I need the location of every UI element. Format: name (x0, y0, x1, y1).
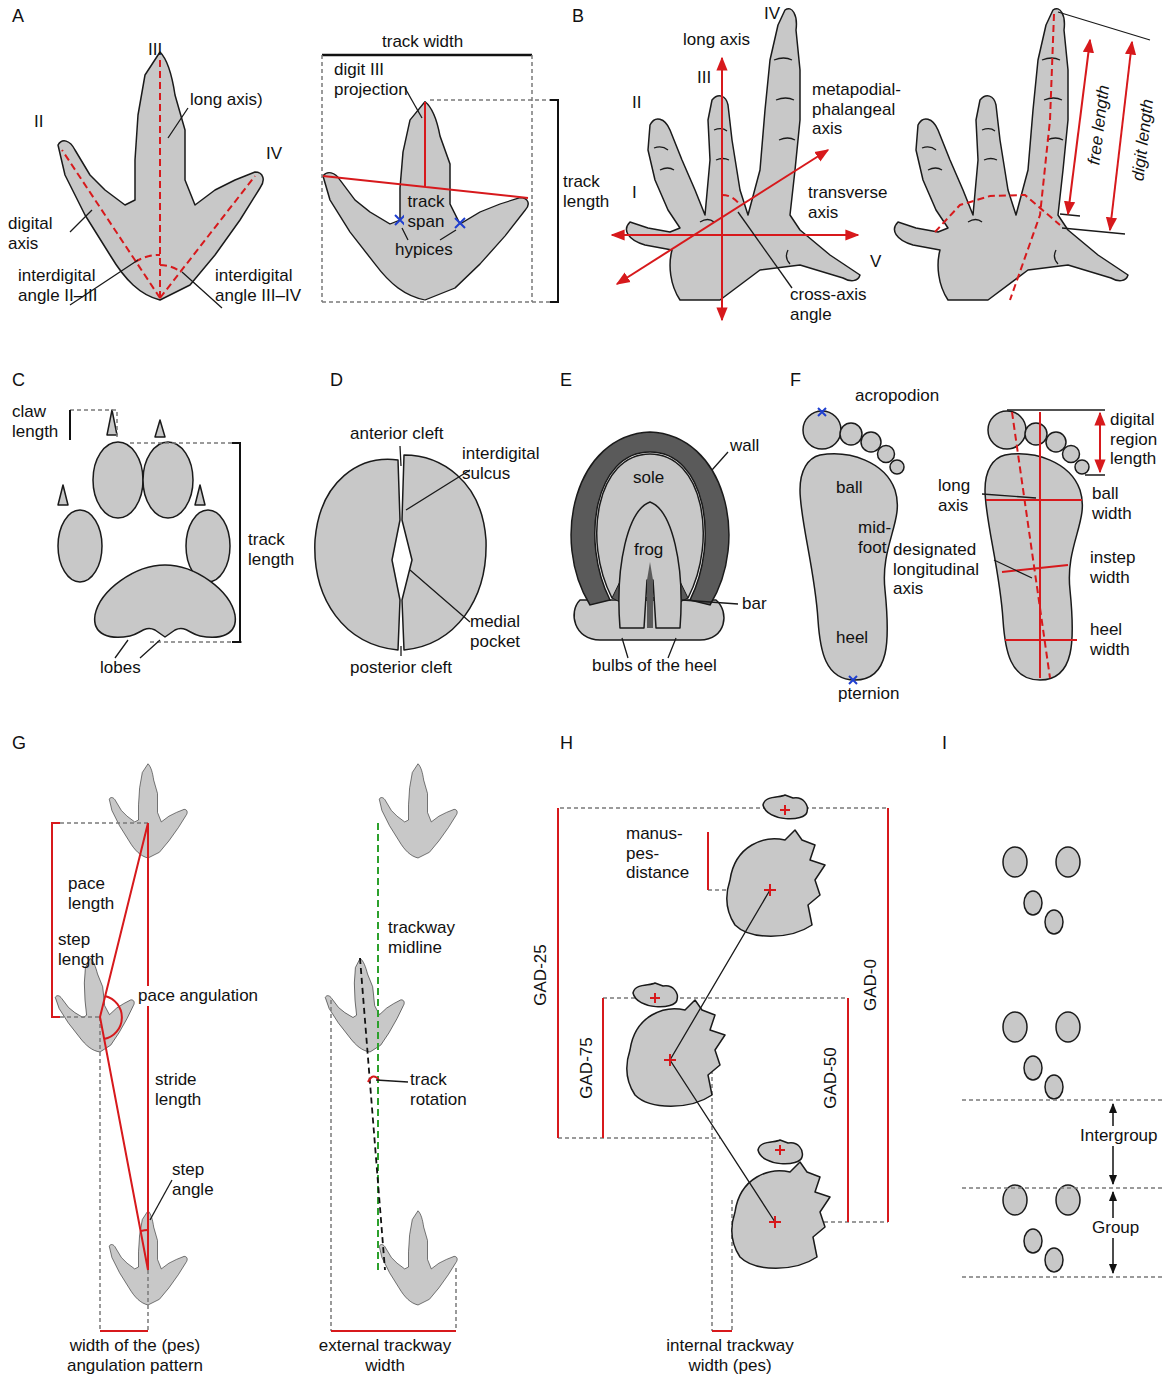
annotation-label: anterior cleft (350, 424, 444, 444)
annotation-label: III (148, 40, 162, 60)
annotation-label: II (632, 93, 641, 113)
annotation-label: free length (1084, 84, 1113, 166)
panel-letter: D (330, 370, 343, 391)
annotation-label: GAD-50 (821, 1047, 841, 1108)
annotation-label: long axis (683, 30, 750, 50)
annotation-label: digital axis (8, 214, 78, 253)
annotation-label: long axis (938, 476, 988, 515)
annotation-label: cross-axis angle (790, 285, 880, 324)
annotation-label: IV (764, 4, 780, 24)
annotation-label: width of the (pes) angulation pattern (40, 1336, 230, 1375)
annotation-label: IV (266, 144, 282, 164)
annotation-label: Group (1090, 1218, 1141, 1238)
annotation-label: GAD-25 (531, 944, 551, 1005)
annotation-label: step length (58, 930, 118, 969)
annotation-label: trackway midline (388, 918, 468, 957)
annotation-label: transverse axis (808, 183, 903, 222)
annotation-label: track rotation (410, 1070, 480, 1109)
annotation-label: internal trackway width (pes) (645, 1336, 815, 1375)
panel-letter: A (12, 6, 24, 27)
annotation-label: lobes (100, 658, 141, 678)
panel-letter: I (942, 733, 947, 754)
panel-letter: G (12, 733, 26, 754)
annotation-label: ball (836, 478, 862, 498)
annotation-label: metapodial-phalangeal axis (812, 80, 922, 139)
annotation-label: manus-pes-distance (626, 824, 701, 883)
annotation-label: medial pocket (470, 612, 540, 651)
annotation-label: hypices (395, 240, 453, 260)
annotation-label: acropodion (855, 386, 939, 406)
annotation-label: digit III projection (334, 60, 418, 99)
annotation-label: digital region length (1110, 410, 1167, 469)
annotation-label: heel width (1090, 620, 1140, 659)
annotation-label: interdigital angle III–IV (215, 266, 320, 305)
panel-letter: B (572, 6, 584, 27)
annotation-label: Intergroup (1078, 1126, 1160, 1146)
annotation-label: pace length (68, 874, 128, 913)
annotation-label: interdigital sulcus (462, 444, 562, 483)
annotation-label: claw length (12, 402, 72, 441)
annotation-label: sole (633, 468, 664, 488)
annotation-label: ball width (1092, 484, 1142, 523)
annotation-label: long axis) (190, 90, 263, 110)
annotation-label: track width (382, 32, 463, 52)
annotation-label: bar (742, 594, 767, 614)
annotation-label: pternion (838, 684, 899, 704)
annotation-label: stride length (155, 1070, 215, 1109)
annotation-label: digit length (1128, 98, 1157, 182)
panel-letter: F (790, 370, 801, 391)
annotation-label: posterior cleft (350, 658, 452, 678)
annotation-label: bulbs of the heel (592, 656, 717, 676)
panel-letter: E (560, 370, 572, 391)
annotation-label: interdigital angle II–III (18, 266, 123, 305)
annotation-label: II (34, 112, 43, 132)
annotation-label: GAD-0 (861, 959, 881, 1011)
annotation-label: pace angulation (136, 986, 260, 1006)
annotation-label: step angle (172, 1160, 227, 1199)
panel-letter: H (560, 733, 573, 754)
annotation-label: external trackway width (300, 1336, 470, 1375)
annotation-label: frog (634, 540, 663, 560)
annotation-label: track length (248, 530, 308, 569)
annotation-label: GAD-75 (577, 1037, 597, 1098)
annotation-label: V (870, 252, 881, 272)
annotation-label: wall (730, 436, 759, 456)
panel-letter: C (12, 370, 25, 391)
annotation-label: track span (404, 192, 448, 231)
annotation-label: instep width (1090, 548, 1150, 587)
annotation-label: heel (836, 628, 868, 648)
annotation-label: designated longitudinal axis (893, 540, 993, 599)
annotation-label: I (632, 183, 637, 203)
annotation-label: III (697, 68, 711, 88)
annotation-label: track length (563, 172, 623, 211)
